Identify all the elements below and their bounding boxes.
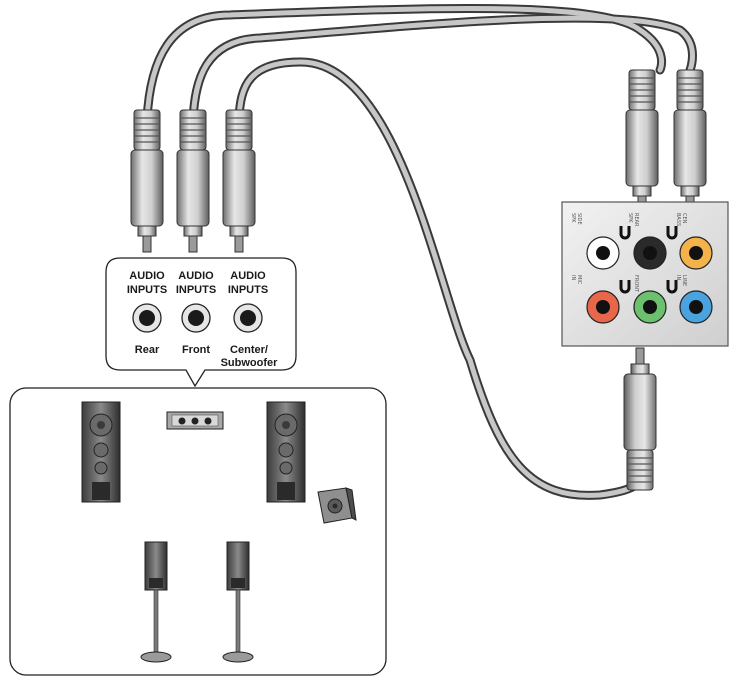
port-front[interactable] [633,290,667,324]
input-title-line1: AUDIO [129,270,165,282]
port-label: IN [675,275,681,280]
panel-plug-rear[interactable] [625,69,659,213]
connector-u-markers [619,226,678,294]
input-title-line1: AUDIO [230,270,266,282]
input-center-subwoofer: AUDIO INPUTS Center/ Subwoofer [221,270,279,369]
input-name: Center/ [230,344,268,356]
port-label: LINE [681,275,687,286]
input-title-line2: INPUTS [176,284,216,296]
rca-plug-rear[interactable] [130,109,164,253]
tower-speaker-right [266,401,306,503]
port-label: FRONT [633,275,639,293]
port-labels: SIDE SPK REAR SPK CEN BASS MIC IN FRONT … [570,213,687,293]
input-name-line2: Subwoofer [221,357,279,369]
port-label: CEN [681,213,687,224]
speaker-system-box [9,387,387,676]
satellite-speaker-right [222,541,254,663]
input-title-line2: INPUTS [127,284,167,296]
satellite-speaker-left [140,541,172,663]
input-front: AUDIO INPUTS Front [176,270,216,356]
port-label: SPK [627,213,633,223]
tower-speaker-left [81,401,121,503]
port-label: BASS [675,213,681,226]
rca-plug-center[interactable] [222,109,256,253]
receiver-unit [166,411,224,430]
rca-plug-front[interactable] [176,109,210,253]
subwoofer [317,487,357,524]
cables [142,4,697,500]
panel-plug-center[interactable] [673,69,707,213]
port-label: SIDE [576,213,582,225]
port-label: IN [570,275,576,280]
port-label: SPK [570,213,576,223]
port-side-spk[interactable] [586,236,620,270]
input-title-line2: INPUTS [228,284,268,296]
port-label: MIC [576,275,582,285]
input-title-line1: AUDIO [178,270,214,282]
input-name: Front [182,344,210,356]
rear-audio-panel: SIDE SPK REAR SPK CEN BASS MIC IN FRONT … [561,201,729,347]
input-name: Rear [135,344,160,356]
port-line-in[interactable] [679,290,713,324]
port-label: REAR [633,213,639,227]
panel-plug-front[interactable] [623,347,657,491]
input-rear: AUDIO INPUTS Rear [127,270,167,356]
port-rear-spk[interactable] [633,236,667,270]
port-center-bass[interactable] [679,236,713,270]
port-mic-in[interactable] [586,290,620,324]
